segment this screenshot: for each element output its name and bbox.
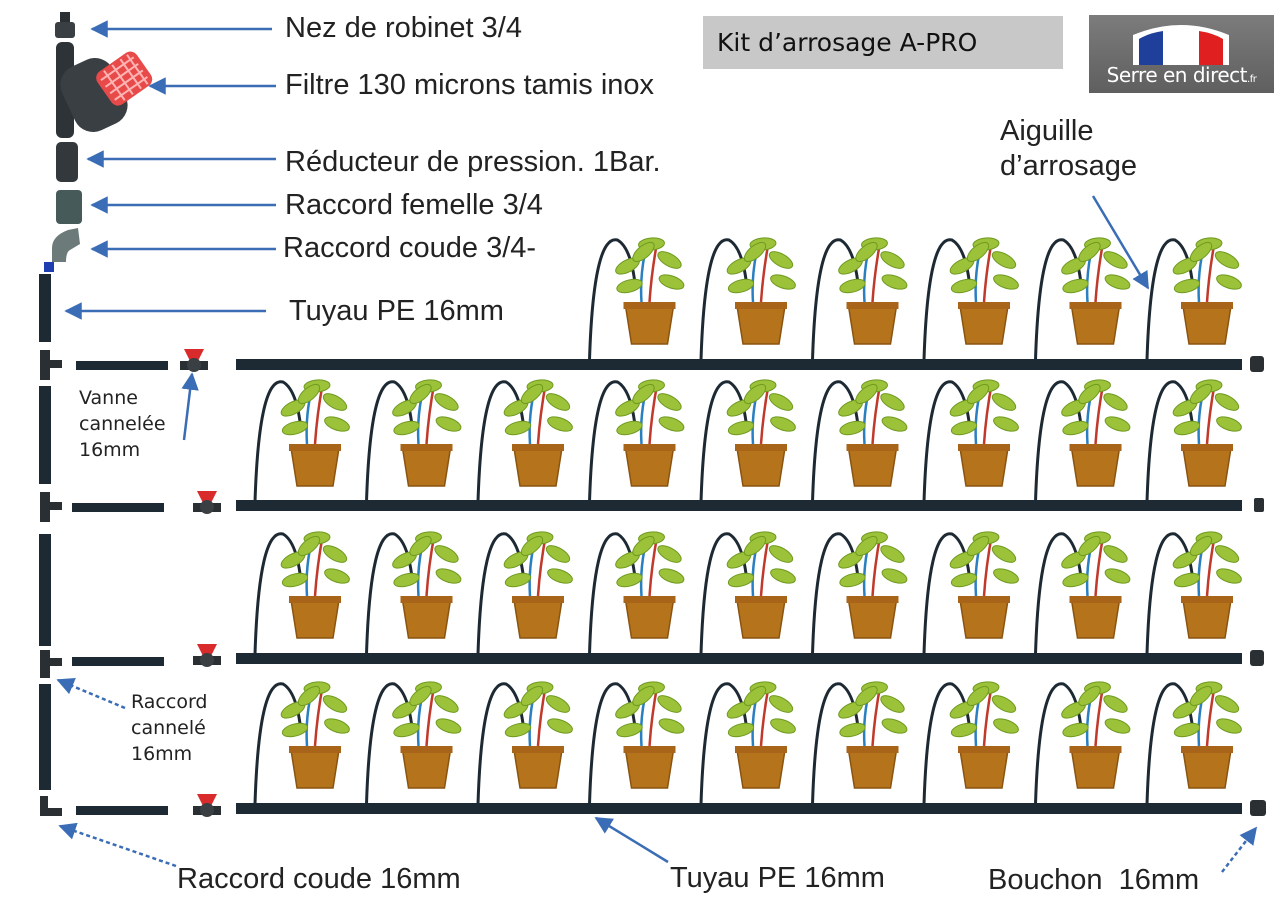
- plant-with-needle: [699, 237, 796, 361]
- pointer-arrows: [56, 20, 1258, 873]
- plant-with-needle: [1034, 379, 1131, 503]
- label-pe-pipe-top: Tuyau PE 16mm: [289, 295, 504, 327]
- plant-with-needle: [1034, 681, 1131, 805]
- plant-with-needle: [476, 531, 573, 655]
- plant-with-needle: [922, 379, 1019, 503]
- feed-pipes: [72, 361, 168, 815]
- plant-with-needle: [811, 681, 908, 805]
- plant-with-needle: [811, 531, 908, 655]
- label-end-cap: Bouchon 16mm: [988, 864, 1200, 896]
- label-valve: Vanne cannelée 16mm: [79, 387, 166, 461]
- plant-rows: [253, 237, 1242, 805]
- label-elbow-16mm: Raccord coude 16mm: [177, 863, 461, 895]
- label-filter: Filtre 130 microns tamis inox: [285, 69, 655, 101]
- filter: [56, 42, 153, 138]
- plant-with-needle: [365, 681, 462, 805]
- main-pipe: [39, 274, 51, 790]
- valves: [180, 349, 221, 817]
- plant-with-needle: [699, 681, 796, 805]
- plant-with-needle: [922, 237, 1019, 361]
- plant-with-needle: [253, 531, 350, 655]
- logo-text: Serre en direct.fr: [1106, 63, 1257, 87]
- plant-with-needle: [365, 531, 462, 655]
- plant-with-needle: [1145, 237, 1242, 361]
- brand-logo: Serre en direct.fr: [1089, 15, 1274, 93]
- plant-with-needle: [1145, 531, 1242, 655]
- plant-with-needle: [588, 681, 685, 805]
- label-tap-nose: Nez de robinet 3/4: [285, 12, 522, 44]
- plant-with-needle: [1145, 379, 1242, 503]
- plant-with-needle: [476, 681, 573, 805]
- plant-with-needle: [588, 531, 685, 655]
- plant-with-needle: [588, 237, 685, 361]
- label-pressure-reducer: Réducteur de pression. 1Bar.: [285, 146, 661, 178]
- plant-with-needle: [811, 379, 908, 503]
- female-fitting: [56, 190, 82, 224]
- elbow-fitting: [44, 228, 80, 272]
- plant-with-needle: [1034, 237, 1131, 361]
- flag-blue: [1139, 31, 1163, 65]
- tee-connectors: [40, 350, 62, 816]
- plant-with-needle: [922, 531, 1019, 655]
- plant-with-needle: [476, 379, 573, 503]
- pressure-reducer: [56, 142, 78, 182]
- plant-with-needle: [699, 531, 796, 655]
- label-elbow-3-4: Raccord coude 3/4-: [283, 232, 537, 264]
- label-pe-pipe-bottom: Tuyau PE 16mm: [670, 862, 885, 894]
- title-box: Kit d’arrosage A-PRO: [703, 16, 1063, 69]
- plant-with-needle: [365, 379, 462, 503]
- label-female-fitting: Raccord femelle 3/4: [285, 189, 543, 221]
- end-caps: [1250, 356, 1266, 816]
- plant-with-needle: [1034, 531, 1131, 655]
- plant-with-needle: [922, 681, 1019, 805]
- flag-red: [1199, 31, 1223, 65]
- plant-with-needle: [811, 237, 908, 361]
- tap-nose: [55, 12, 75, 38]
- plant-with-needle: [253, 681, 350, 805]
- plant-with-needle: [588, 379, 685, 503]
- plant-with-needle: [1145, 681, 1242, 805]
- plant-with-needle: [699, 379, 796, 503]
- house-flag-icon: [1133, 25, 1229, 65]
- row-pipes: [236, 359, 1242, 814]
- diagram-title: Kit d’arrosage A-PRO: [717, 28, 978, 57]
- label-barbed-fitting: Raccord cannelé 16mm: [131, 691, 208, 765]
- plant-with-needle: [253, 379, 350, 503]
- label-watering-needle: Aiguille d’arrosage: [1000, 115, 1138, 182]
